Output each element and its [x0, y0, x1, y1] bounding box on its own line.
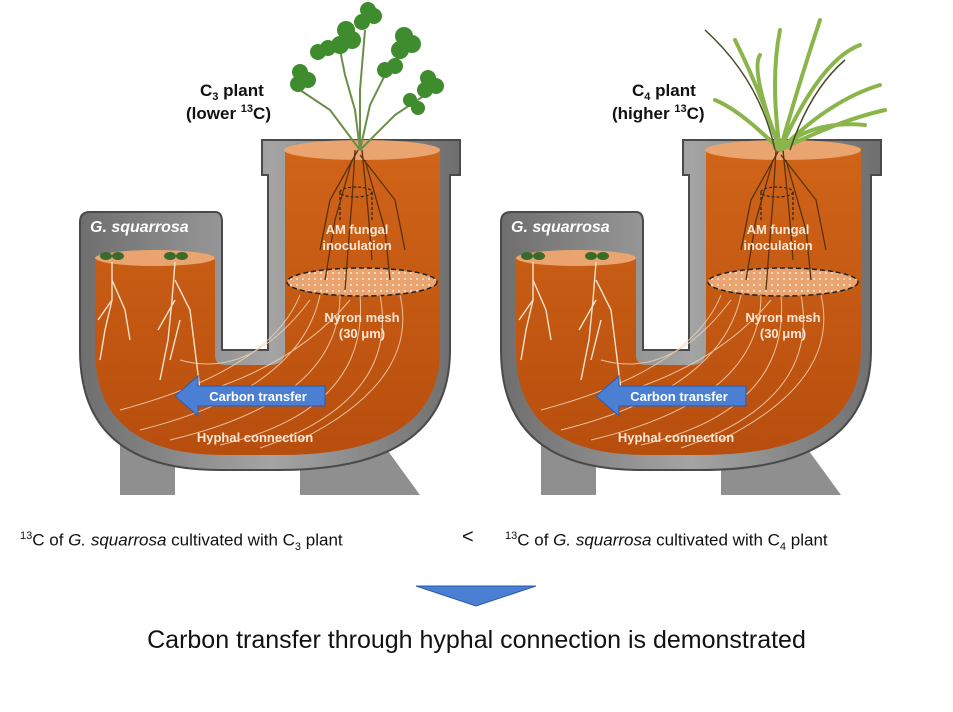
- left-plant-title: C3 plant: [200, 81, 264, 103]
- left-hyphal-label: Hyphal connection: [197, 430, 313, 445]
- right-species-label: G. squarrosa: [511, 219, 610, 236]
- down-arrow-icon: [415, 585, 537, 607]
- conclusion-text: Carbon transfer through hyphal connectio…: [147, 626, 806, 654]
- left-inoculation-line1: AM fungal: [326, 222, 389, 237]
- right-plant-title: C4 plant: [632, 81, 696, 103]
- right-inoculation-line1: AM fungal: [747, 222, 810, 237]
- right-transfer-label: Carbon transfer: [630, 389, 728, 404]
- right-plant-isotope: (higher 13C): [612, 103, 705, 123]
- comparison-left: 13C of G. squarrosa cultivated with C3 p…: [20, 530, 343, 554]
- left-transfer-label: Carbon transfer: [209, 389, 307, 404]
- comparison-right: 13C of G. squarrosa cultivated with C4 p…: [505, 530, 828, 554]
- right-inoculation-line2: inoculation: [743, 238, 812, 253]
- left-plant-isotope: (lower 13C): [186, 103, 271, 123]
- left-mesh-line1: Nyron mesh: [324, 310, 399, 325]
- right-hyphal-label: Hyphal connection: [618, 430, 734, 445]
- right-mesh-line2: (30 μm): [760, 326, 806, 341]
- left-species-label: G. squarrosa: [90, 219, 189, 236]
- right-mesh-line1: Nyron mesh: [745, 310, 820, 325]
- left-apparatus: [79, 1, 461, 496]
- left-inoculation-line2: inoculation: [322, 238, 391, 253]
- left-mesh-line2: (30 μm): [339, 326, 385, 341]
- comparison-symbol: <: [462, 526, 474, 548]
